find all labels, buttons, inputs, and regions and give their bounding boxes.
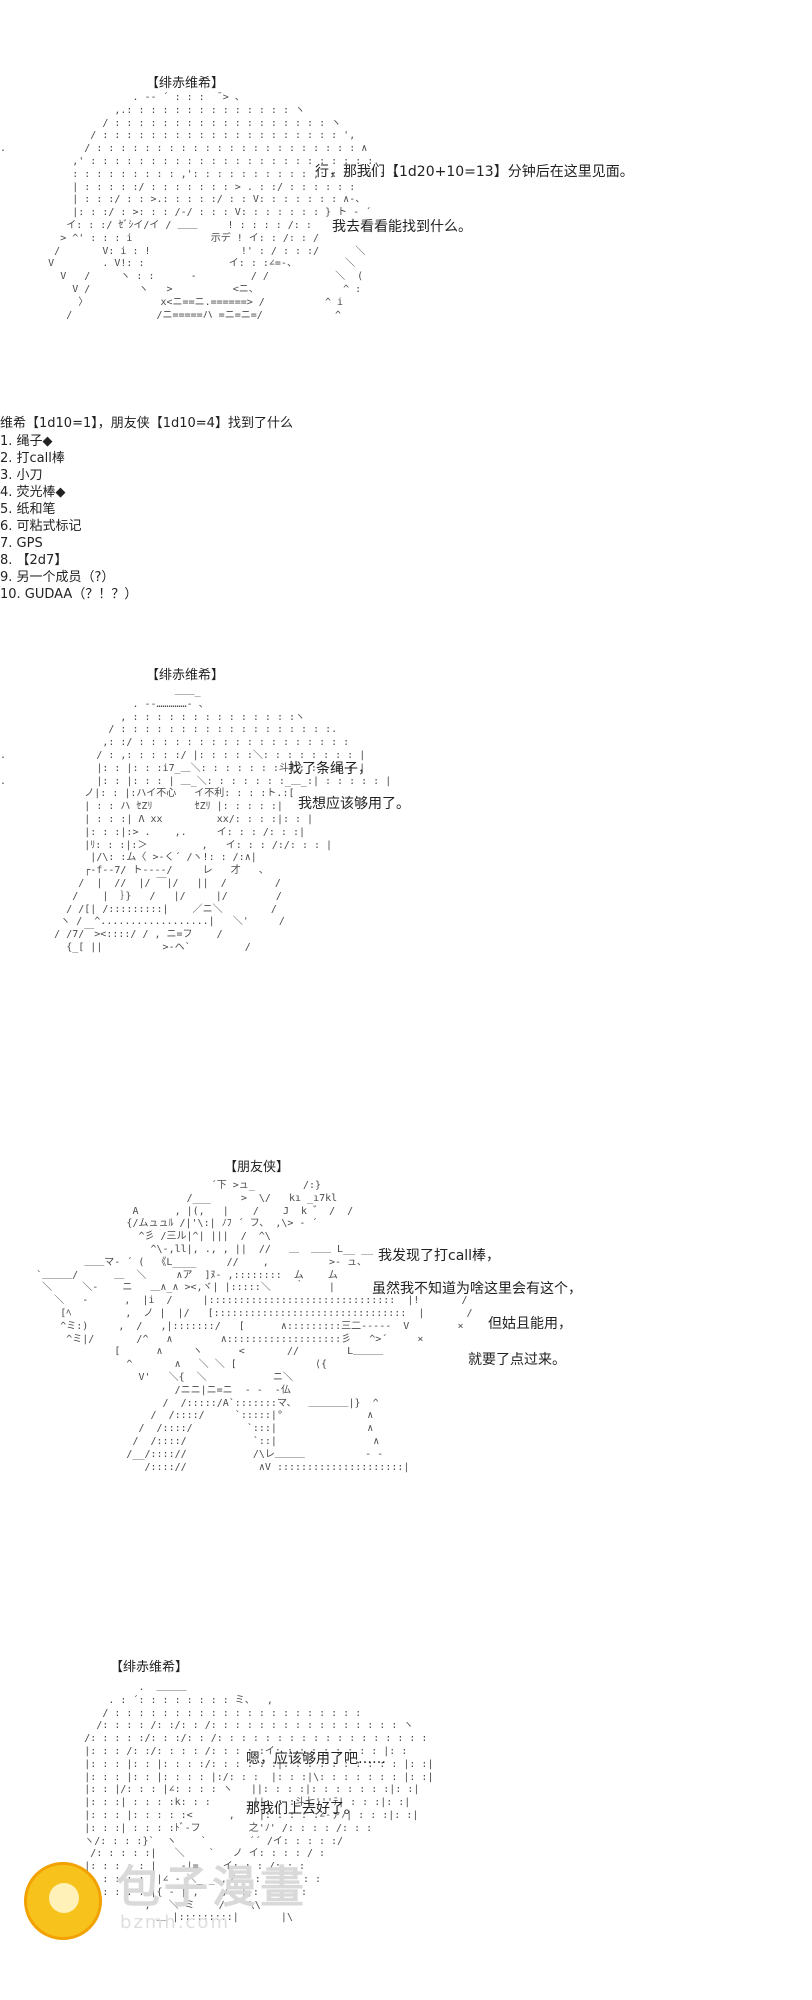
speech-line: 就要了点过来。 [468,1352,566,1368]
speech-line: 我去看看能找到什么。 [332,219,472,235]
speech-line: 虽然我不知道为啥这里会有这个， [372,1281,582,1297]
list-item: 8. 【2d7】 [0,553,68,568]
speech-line: 嗯，应该够用了吧…… [246,1751,386,1767]
site-watermark: 包子漫畫 bzmh.com [24,1862,324,1942]
character-name-label: 【绯赤维希】 [146,76,225,91]
speech-line: 那我们上去好了。 [246,1801,358,1817]
character-name-label: 【绯赤维希】 [146,668,225,683]
ascii-art-character: . ＿＿＿ . : ´: : : : : : : : ミ、 , / : : : … [72,1682,434,1924]
ascii-art-character: ´下 >ュ_ /:} /___ > \/ kı _ı7kl A , |(, | … [36,1180,473,1473]
ascii-art-character: ＿＿_ . -‐……………‐ 、 , : : : : : : : : : : :… [0,686,392,953]
speech-line: 但姑且能用， [488,1316,572,1332]
bun-logo-icon [24,1862,102,1940]
speech-line: 我发现了打call棒， [378,1248,501,1264]
roll-result-line: 维希【1d10=1】，朋友侠【1d10=4】找到了什么 [0,416,293,431]
speech-line: 找了条绳子， [288,761,372,777]
list-item: 2. 打call棒 [0,451,65,466]
list-item: 5. 纸和笔 [0,502,56,517]
list-item: 1. 绳子◆ [0,434,53,449]
list-item: 3. 小刀 [0,468,43,483]
ascii-art-character: . -‐ ´ : : : ̄ > 、 ,.: : : : : : : : : :… [0,92,398,321]
list-item: 9. 另一个成员（?） [0,570,115,585]
list-item: 4. 荧光棒◆ [0,485,66,500]
character-name-label: 【朋友侠】 [224,1160,290,1175]
watermark-title: 包子漫畫 [116,1862,308,1913]
speech-line: 行，那我们【1d20+10=13】分钟后在这里见面。 [315,164,634,180]
character-name-label: 【绯赤维希】 [110,1660,189,1675]
speech-line: 我想应该够用了。 [298,796,410,812]
item-list: 1. 绳子◆ 2. 打call棒 3. 小刀 4. 荧光棒◆ 5. 纸和笔 6.… [0,433,137,603]
watermark-url: bzmh.com [120,1912,230,1933]
list-item: 7. GPS [0,536,43,551]
list-item: 6. 可粘式标记 [0,519,82,534]
list-item: 10. GUDAA（？！？） [0,587,138,602]
